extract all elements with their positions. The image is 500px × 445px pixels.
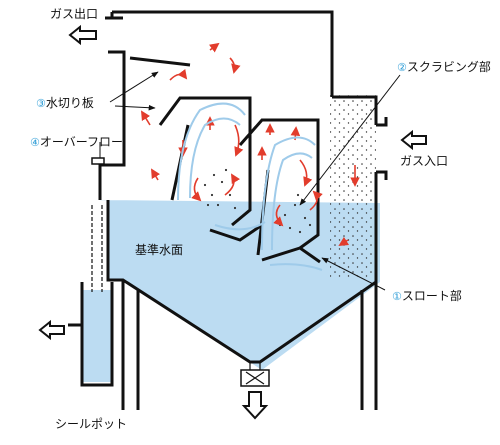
block-arrows bbox=[38, 24, 427, 420]
mist-plate-text: 水切り板 bbox=[46, 96, 94, 110]
vessel-hopper bbox=[106, 200, 377, 364]
throat-plate-right bbox=[261, 246, 321, 264]
scrubbing-label: ②スクラビング部 bbox=[397, 59, 491, 74]
vessel-wall-left bbox=[98, 50, 126, 200]
seal-pot bbox=[80, 282, 114, 387]
overflow-pipe bbox=[91, 205, 103, 292]
flow-arrows bbox=[140, 42, 360, 247]
throat-number: ① bbox=[392, 290, 402, 303]
gas-outlet-arrow-icon bbox=[68, 24, 97, 46]
throat-plate-left bbox=[209, 223, 263, 242]
overflow-cap bbox=[91, 157, 105, 165]
inlet-channel bbox=[330, 95, 376, 280]
throat-text: スロート部 bbox=[402, 288, 462, 303]
gas-outlet-label: ガス出口 bbox=[50, 7, 98, 21]
mist-plate-top bbox=[129, 56, 191, 67]
water-level-label: 基準水面 bbox=[135, 242, 183, 257]
overflow-label: ④オーバーフロー bbox=[30, 135, 123, 149]
water-swirls bbox=[177, 102, 323, 271]
drain-valve bbox=[240, 362, 270, 387]
throat-label: ①スロート部 bbox=[392, 288, 462, 303]
drain-arrow-icon bbox=[241, 391, 269, 420]
inlet-duct bbox=[376, 117, 388, 180]
overflow-text: オーバーフロー bbox=[40, 135, 123, 149]
scrubbing-text: スクラビング部 bbox=[407, 59, 491, 74]
overflow-outlet-arrow-icon bbox=[38, 319, 65, 341]
scrubbing-unit-left bbox=[158, 96, 252, 227]
leader-lines bbox=[99, 71, 401, 291]
overflow-number: ④ bbox=[30, 136, 40, 149]
legs-inner bbox=[136, 290, 364, 410]
gas-outlet-duct bbox=[105, 12, 123, 20]
mist-plate-label: ③水切り板 bbox=[36, 96, 94, 110]
seal-pot-label: シールポット bbox=[55, 417, 127, 431]
gas-inlet-label: ガス入口 bbox=[400, 154, 448, 168]
scrubbing-number: ② bbox=[397, 61, 407, 74]
mist-plate-number: ③ bbox=[36, 97, 46, 110]
scrubbing-unit-right bbox=[238, 118, 320, 250]
gas-inlet-arrow-icon bbox=[400, 129, 427, 151]
vessel-wall-right bbox=[332, 95, 378, 282]
vessel-wall-top bbox=[112, 10, 334, 97]
seal-pot-water bbox=[82, 290, 112, 382]
